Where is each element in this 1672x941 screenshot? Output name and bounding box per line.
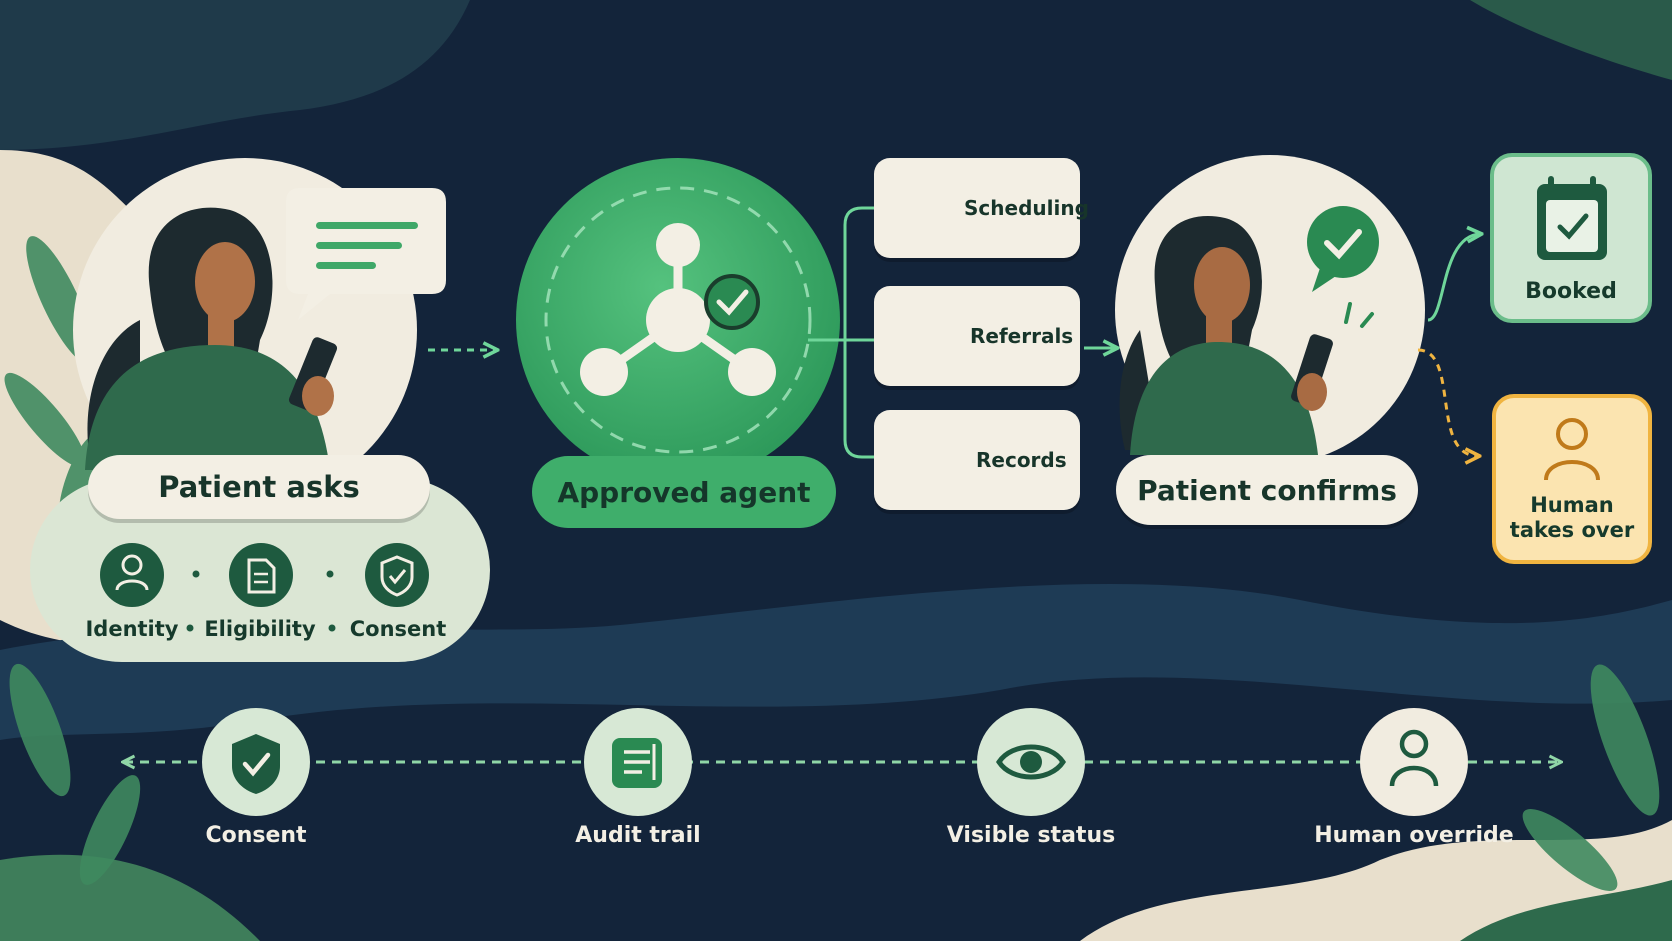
safeguard-audit-trail-icon <box>584 708 692 816</box>
consent-shield-icon <box>365 543 429 607</box>
agent-approved-check-icon <box>704 274 760 330</box>
patient-asking-illustration <box>85 207 338 470</box>
human-person-icon <box>1544 418 1600 481</box>
service-card-scheduling: Scheduling <box>874 158 1089 258</box>
arrow-to-human <box>1417 348 1478 456</box>
eligibility-document-icon <box>229 543 293 607</box>
human-takes-over-card <box>1492 394 1652 564</box>
service-records-label: Records <box>976 448 1067 472</box>
safeguard-human-override-icon <box>1360 708 1468 816</box>
approved-agent-label: Approved agent <box>557 475 811 509</box>
safeguard-consent-label: Consent <box>205 822 307 848</box>
arrow-to-booked <box>1427 234 1480 322</box>
safeguard-human-override-label: Human override <box>1314 822 1514 848</box>
service-card-records: Records <box>874 410 1080 510</box>
service-referrals-label: Referrals <box>970 324 1074 348</box>
service-scheduling-label: Scheduling <box>964 196 1089 220</box>
safeguard-timeline <box>124 708 1560 816</box>
check-identity-label: Identity <box>85 617 179 641</box>
chat-bubble-icon <box>286 188 446 320</box>
human-takes-over-label: Human takes over <box>1509 493 1635 542</box>
booked-card <box>1490 153 1652 323</box>
patient-asks-group <box>30 158 490 662</box>
identity-icon <box>100 543 164 607</box>
safeguard-audit-trail-label: Audit trail <box>575 822 701 848</box>
patient-confirming-illustration <box>1119 216 1333 455</box>
patient-asks-label: Patient asks <box>88 455 430 519</box>
approved-agent-group <box>516 158 840 528</box>
service-card-referrals: Referrals <box>874 286 1080 386</box>
safeguard-consent-icon <box>202 708 310 816</box>
confirmed-check-bubble-icon <box>1307 206 1379 292</box>
check-consent-label: Consent <box>349 617 447 641</box>
booked-label: Booked <box>1525 278 1617 304</box>
booked-calendar-check-icon <box>1537 176 1607 260</box>
patient-confirms-group <box>1115 155 1425 465</box>
patient-confirms-label: Patient confirms <box>1116 455 1418 525</box>
service-branch-connectors <box>808 206 874 459</box>
safeguard-visible-status-label: Visible status <box>946 822 1116 848</box>
check-eligibility-label: Eligibility <box>204 617 316 641</box>
agent-network-icon <box>580 223 776 396</box>
safeguard-visible-status-eye-icon <box>977 708 1085 816</box>
